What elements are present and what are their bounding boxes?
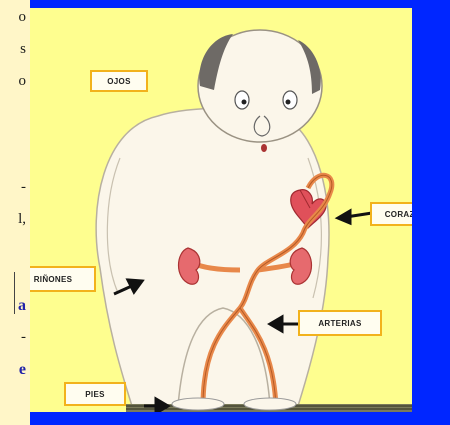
illustration-panel: OJOS CORAZÓN RIÑONES ARTERIAS PIES xyxy=(8,8,412,412)
text-fragment: - xyxy=(21,330,26,345)
label-arterias: ARTERIAS xyxy=(298,310,382,336)
mouth xyxy=(261,144,267,152)
label-ojos: OJOS xyxy=(90,70,148,92)
left-eye xyxy=(235,91,249,109)
right-eye xyxy=(283,91,297,109)
text-fragment: o xyxy=(19,10,27,25)
text-divider xyxy=(14,272,15,314)
text-fragment: s xyxy=(20,42,26,57)
nose xyxy=(254,116,270,136)
label-corazon: CORAZÓN xyxy=(370,202,412,226)
text-fragment: o xyxy=(19,74,27,89)
body-illustration xyxy=(8,8,412,412)
text-fragment: a xyxy=(18,298,26,314)
right-foot xyxy=(244,398,296,410)
text-fragment: e xyxy=(19,362,26,378)
left-foot xyxy=(172,398,224,410)
text-fragment: l, xyxy=(18,212,26,227)
article-text-strip: o s o - l, a - e xyxy=(0,0,30,425)
text-fragment: - xyxy=(21,180,26,195)
label-pies: PIES xyxy=(64,382,126,406)
